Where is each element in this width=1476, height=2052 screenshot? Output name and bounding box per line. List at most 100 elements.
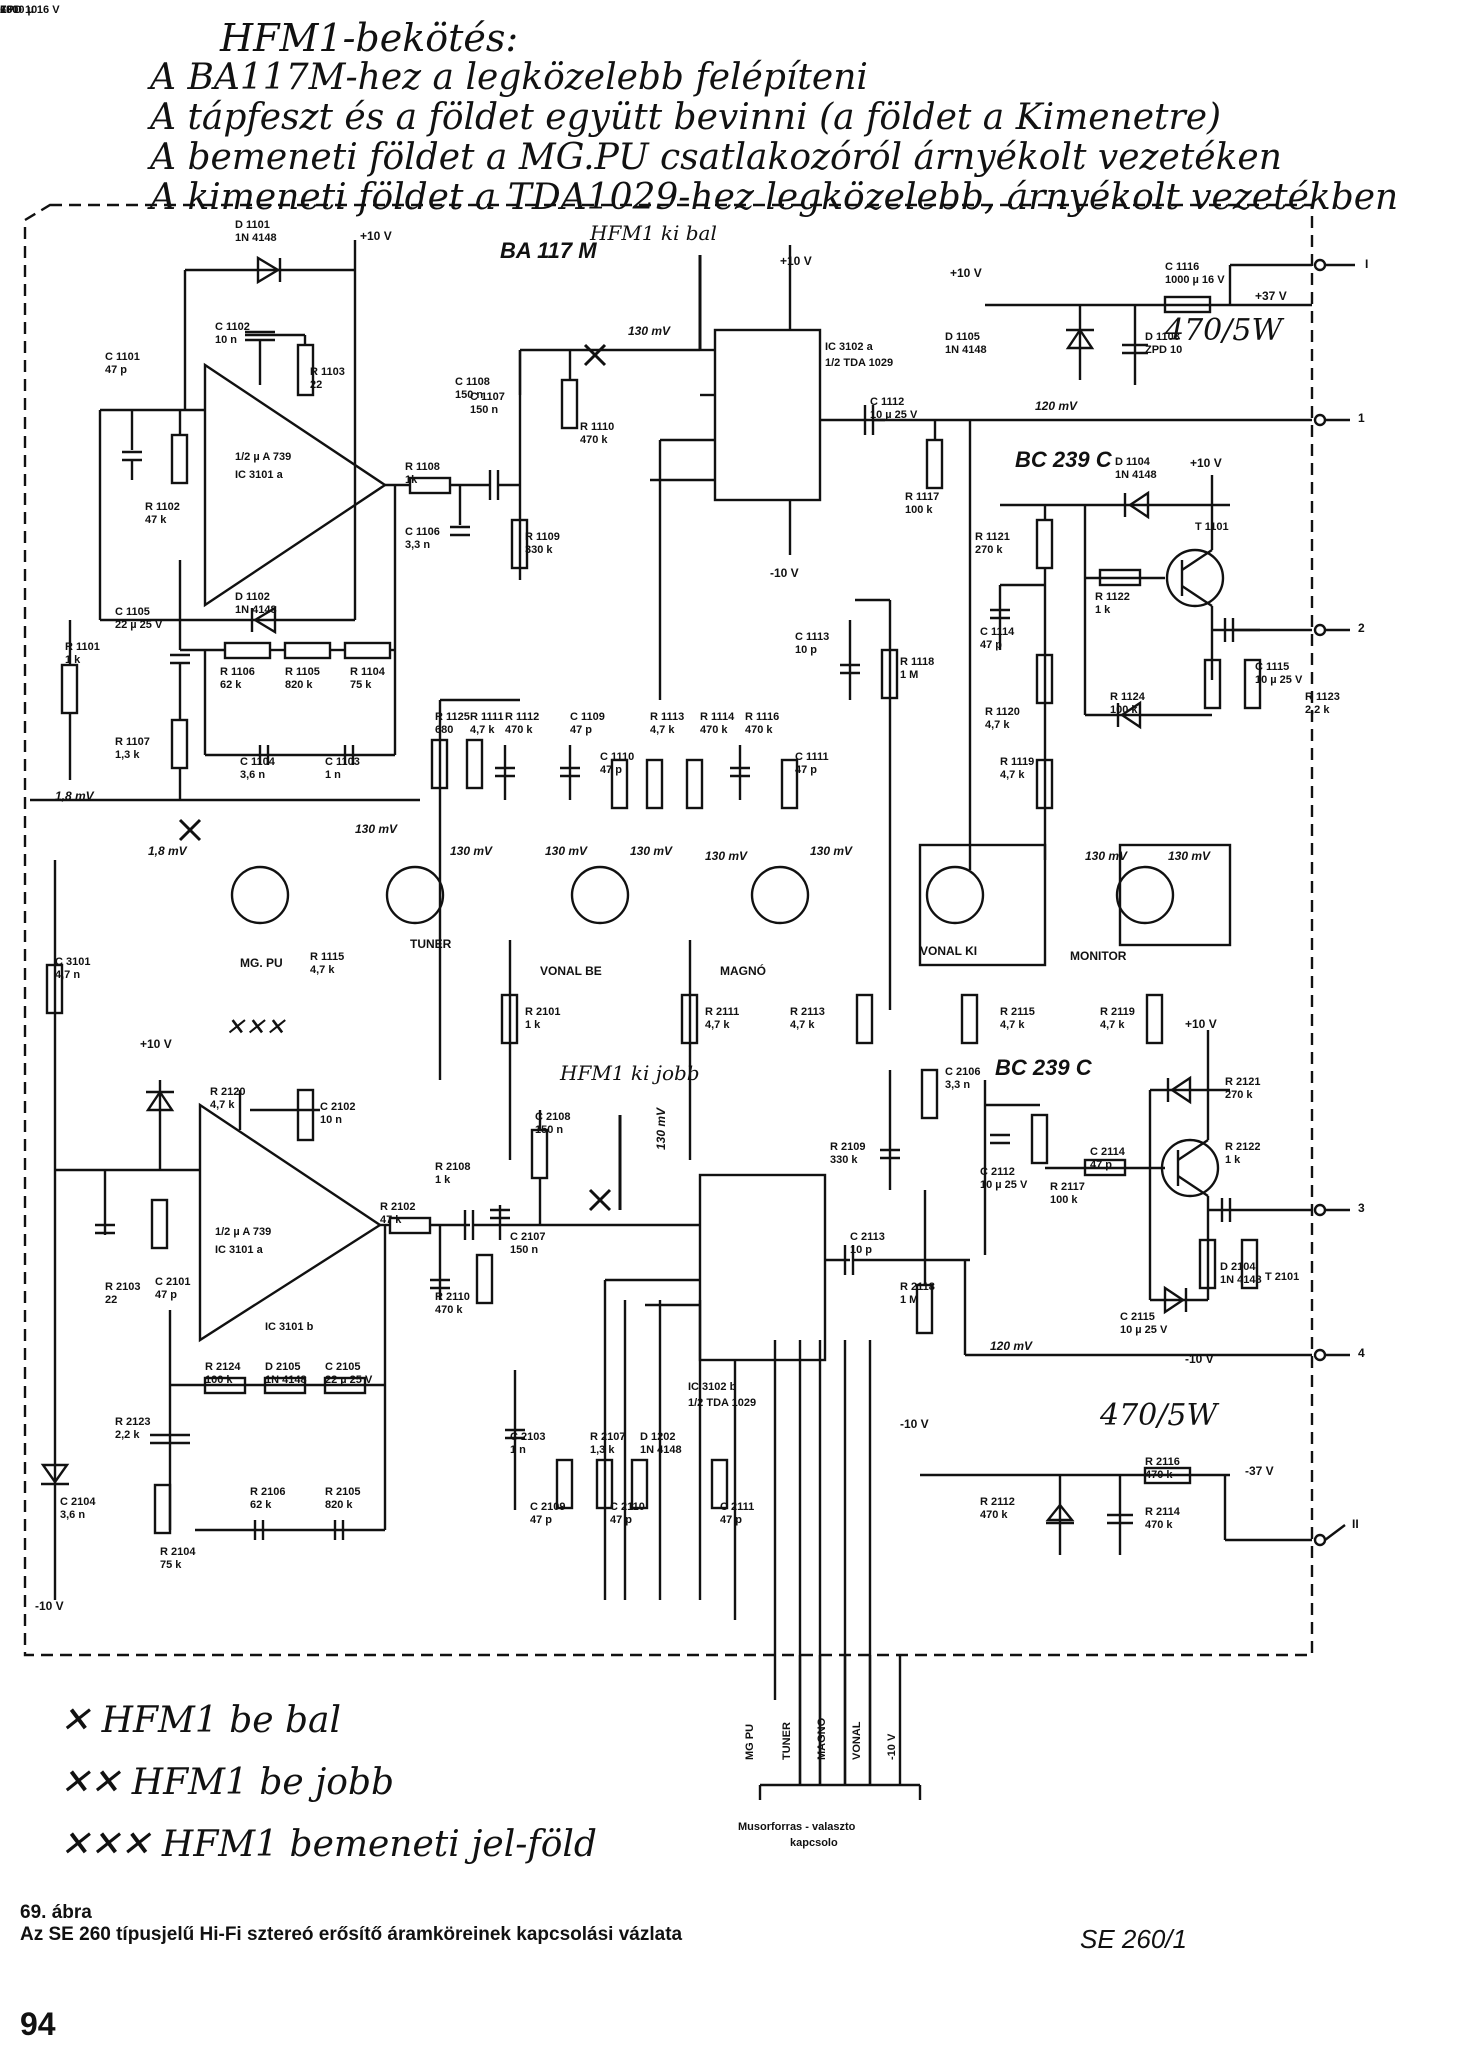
hfm-ki-jobb: HFM1 ki jobb: [559, 1061, 700, 1085]
rail-plus10-d: +10 V: [1190, 456, 1222, 470]
component-value: 1N 4148: [235, 604, 277, 616]
component-value: 47 k: [380, 1214, 402, 1226]
rail-plus37: +37 V: [1255, 289, 1287, 303]
component-ref: R 2118: [900, 1281, 935, 1293]
component-value: 10 µ 25 V: [870, 409, 918, 421]
component-value: 470 k: [1145, 1469, 1173, 1481]
component-ref: R 1104: [350, 666, 386, 678]
connector-label-magno: MAGNÓ: [720, 963, 766, 978]
component-value: 470 k: [980, 1509, 1008, 1521]
upper-op-name: 1/2 µ A 739: [235, 451, 291, 463]
component-value: 680: [435, 724, 453, 736]
component-ref: R 1105: [285, 666, 320, 678]
opamp-lower: [198, 1102, 383, 1343]
component-ref: C 2113: [850, 1231, 885, 1243]
selector-minus10: -10 V: [886, 1733, 898, 1760]
page-number: 94: [20, 2006, 56, 2042]
component-ref: C 1102: [215, 321, 250, 333]
component-ref: C 1103: [325, 756, 360, 768]
component-value: 1N 4148: [1220, 1274, 1262, 1286]
level-130-f: 130 mV: [705, 849, 748, 863]
component-value: 1 M: [900, 1294, 918, 1306]
rail-minus10-b: -10 V: [1185, 1352, 1214, 1366]
component-value: ZPD 10: [0, 4, 37, 16]
component-value: 150 n: [470, 404, 498, 416]
diode-d1202: [40, 1463, 70, 1486]
component-ref: R 2117: [1050, 1181, 1085, 1193]
level-130-i: 130 mV: [1168, 849, 1211, 863]
component-ref: C 1111: [795, 751, 829, 763]
component-ref: R 2114: [1145, 1506, 1181, 1518]
component-ref: C 2109: [530, 1501, 565, 1513]
transistor-type-upper: BC 239 C: [1015, 447, 1113, 472]
component-value: 470 k: [745, 724, 773, 736]
component-value: 22 µ 25 V: [325, 1374, 373, 1386]
component-value: 1000 µ 16 V: [0, 4, 60, 16]
level-18-a: 1,8 mV: [55, 789, 95, 803]
component-ref: D 2105: [265, 1361, 300, 1373]
level-130-d: 130 mV: [545, 844, 588, 858]
lower-sw-name: 1/2 TDA 1029: [688, 1397, 756, 1409]
component-ref: R 1116: [745, 711, 779, 723]
component-value: 2,2 k: [1305, 704, 1330, 716]
component-ref: R 1115: [310, 951, 344, 963]
component-ref: R 1122: [1095, 591, 1130, 603]
component-value: 1 M: [900, 669, 918, 681]
component-ref: R 2112: [980, 1496, 1015, 1508]
transistor-t2101: [1160, 1138, 1220, 1198]
component-ref: C 1116: [1165, 261, 1199, 273]
legend: ✕ HFM1 be bal ✕✕ HFM1 be jobb ✕✕✕ HFM1 b…: [60, 1690, 597, 1876]
component-ref: C 2108: [535, 1111, 570, 1123]
component-value: 100 k: [205, 1374, 233, 1386]
component-ref: C 2111: [720, 1501, 754, 1513]
component-value: 470 k: [505, 724, 533, 736]
component-ref: R 2115: [1000, 1006, 1035, 1018]
component-ref: R 2105: [325, 1486, 360, 1498]
connector-monitor: [1115, 865, 1175, 925]
component-value: ZPD 10: [1145, 344, 1182, 356]
component-value: 22: [105, 1294, 117, 1306]
selector-caption-2: kapcsolo: [790, 1837, 838, 1849]
component-value: 47 p: [155, 1289, 177, 1301]
lower-op-name: 1/2 µ A 739: [215, 1226, 271, 1238]
connector-vonal-be: [570, 865, 630, 925]
figure-caption: 69. ábra Az SE 260 típusjelű Hi-Fi szter…: [20, 1902, 682, 1946]
component-value: 820 k: [285, 679, 313, 691]
component-value: 47 p: [610, 1514, 632, 1526]
component-value: 75 k: [350, 679, 372, 691]
component-ref: R 2113: [790, 1006, 825, 1018]
component-value: 47 p: [1090, 1159, 1112, 1171]
component-ref: D 1103: [1145, 331, 1180, 343]
component-ref: R 2108: [435, 1161, 470, 1173]
component-value: 4,7 k: [705, 1019, 730, 1031]
lower-op-ref: IC 3101 b: [265, 1321, 314, 1333]
component-ref: C 2112: [980, 1166, 1015, 1178]
component-ref: C 1110: [600, 751, 634, 763]
component-ref: R 2106: [250, 1486, 285, 1498]
rail-plus10-c: +10 V: [950, 266, 982, 280]
rail-plus10-b: +10 V: [780, 254, 812, 268]
component-ref: C 2107: [510, 1231, 545, 1243]
upper-sw-name: 1/2 TDA 1029: [825, 357, 893, 369]
component-ref: C 2115: [1120, 1311, 1155, 1323]
component-ref: R 1124: [1110, 691, 1146, 703]
component-ref: C 1113: [795, 631, 829, 643]
component-ref: R 1106: [220, 666, 255, 678]
connector-label-vonal-be: VONAL BE: [540, 964, 602, 978]
component-value: 1 n: [325, 769, 341, 781]
output-3: 3: [1358, 1201, 1365, 1215]
connector-label-monitor: MONITOR: [1070, 949, 1127, 963]
component-value: 1 k: [65, 654, 81, 666]
component-ref: R 1119: [1000, 756, 1034, 768]
component-ref: R 2122: [1225, 1141, 1260, 1153]
selector-mgpu: MG PU: [744, 1724, 756, 1760]
component-value: 47 p: [795, 764, 817, 776]
handwritten-notes: HFM1-bekötés: A BA117M-hez a legközelebb…: [150, 18, 1450, 218]
upper-op-ref: IC 3101 a: [235, 469, 284, 481]
component-ref: C 2110: [610, 1501, 645, 1513]
component-value: 820 k: [325, 1499, 353, 1511]
component-value: 62 k: [220, 679, 242, 691]
component-value: 680: [0, 4, 18, 16]
component-value: 3,6 n: [60, 1509, 85, 1521]
